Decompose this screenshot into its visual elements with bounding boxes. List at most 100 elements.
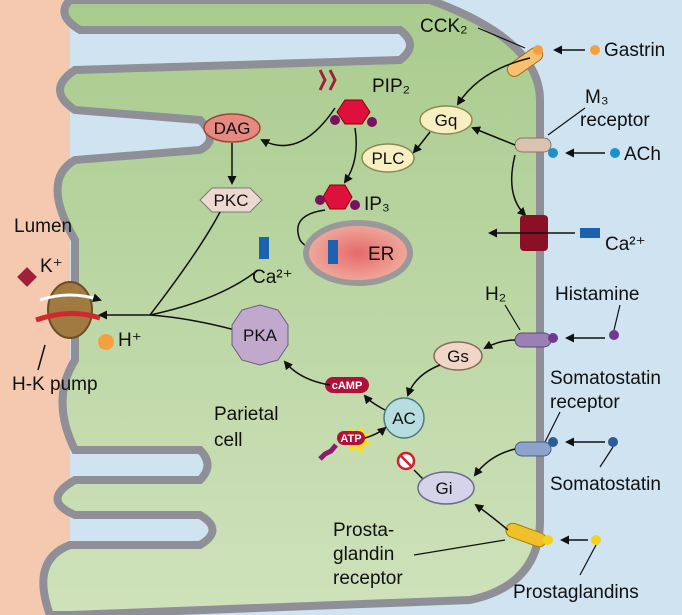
m3-receptor-label: receptor: [580, 110, 650, 131]
m3-leader: [547, 107, 586, 136]
h2-receptor: [514, 332, 552, 348]
camp-to-pka-arrow: [283, 360, 331, 386]
histamine-label: Histamine: [555, 284, 639, 305]
ip3-phosphate-2: [350, 200, 360, 210]
pka-label: PKA: [243, 326, 278, 345]
pip2-molecule: [318, 69, 377, 127]
h-flow-arrow: [35, 310, 101, 323]
somato-receptor-leader: [544, 411, 561, 443]
m3-label: M₃: [585, 87, 609, 108]
k-plus-label: K⁺: [40, 256, 63, 277]
somato-to-gi-arrow: [473, 448, 516, 477]
somato-receptor-label-1: Somatostatin: [550, 368, 661, 389]
pip2-phosphate-1: [330, 115, 340, 125]
hk-leader-line: [37, 344, 46, 371]
gastrin-ligand: [590, 45, 600, 55]
cytosol-calcium-icon: [259, 237, 269, 259]
pip2-head: [336, 99, 371, 125]
parietal-label-1: Parietal: [214, 404, 278, 425]
lumen-label: Lumen: [14, 216, 72, 237]
k-ion-icon: [17, 267, 37, 287]
gi-node: [417, 471, 475, 505]
prostaglandins-label: Prostaglandins: [513, 582, 639, 603]
hk-pump: K⁺ H⁺ H-K pump: [12, 256, 142, 395]
prosta-label-3: receptor: [333, 568, 403, 589]
plc-label: PLC: [371, 149, 404, 168]
ac-label: AC: [392, 409, 416, 428]
ach-label: ACh: [624, 144, 661, 165]
ip3-label: IP₃: [364, 194, 390, 215]
m3-to-ca-channel-arrow: [510, 154, 527, 217]
gi-label: Gi: [436, 479, 453, 498]
prostaglandin-bound-ligand: [543, 535, 553, 545]
cck2-label: CCK₂: [420, 16, 468, 37]
cck2-leader: [477, 27, 526, 49]
somatostatin-leader: [599, 446, 614, 468]
cck2-to-gq-arrow: [456, 57, 531, 106]
pkc-node: [199, 187, 263, 213]
pka-node: [231, 304, 289, 366]
parietal-label-2: cell: [214, 430, 243, 451]
gq-to-plc-arrow: [412, 131, 431, 154]
er-label: ER: [368, 244, 394, 265]
histamine-ligand: [609, 330, 619, 340]
pip2-phosphate-2: [367, 117, 377, 127]
ach-bound-ligand: [548, 148, 558, 158]
m3-to-gq-arrow: [471, 126, 516, 146]
ach-ligand: [610, 148, 620, 158]
k-flow-arrow: [39, 293, 102, 303]
prosta-receptor-leader: [413, 539, 506, 556]
gi-to-ac-line: [413, 469, 425, 481]
h-plus-label: H⁺: [118, 330, 142, 351]
ca-ext-icon: [580, 228, 600, 238]
pump-protein: [47, 281, 93, 339]
h2-label: H₂: [485, 284, 506, 305]
ca-ext-label: Ca²⁺: [605, 234, 646, 255]
hk-pump-label: H-K pump: [12, 374, 98, 395]
histamine-leader: [613, 304, 621, 331]
camp-label: cAMP: [332, 380, 363, 392]
pip2-to-dag-arrow: [260, 107, 336, 148]
camp-node: [325, 377, 369, 393]
atp-tail: [318, 443, 338, 461]
prostaglandin-ligand: [591, 535, 601, 545]
gs-label: Gs: [447, 347, 469, 366]
parietal-cell-membrane: [39, 0, 544, 615]
atp-label: ATP: [340, 433, 361, 445]
pip2-to-ip3-arrow: [343, 127, 357, 184]
ac-node: [383, 397, 425, 439]
gastrin-bound-ligand: [533, 45, 543, 55]
er-organelle: [303, 220, 413, 286]
gastrin-label: Gastrin: [604, 40, 665, 61]
somatostatin-label: Somatostatin: [550, 474, 661, 495]
h-ion-icon: [98, 334, 114, 350]
prosta-to-gi-arrow: [474, 503, 509, 531]
prosta-label-2: glandin: [333, 544, 394, 565]
gs-node: [433, 341, 483, 371]
somatostatin-ligand: [608, 437, 618, 447]
h2-to-gs-arrow: [483, 339, 516, 349]
histamine-bound-ligand: [548, 333, 558, 343]
dag-node: [203, 113, 261, 143]
pka-to-pump-line: [149, 314, 236, 331]
ip3-phosphate-1: [315, 195, 325, 205]
pkc-label: PKC: [214, 191, 249, 210]
gs-to-ac-arrow: [406, 364, 441, 397]
atp-to-ac-arrow: [364, 426, 387, 439]
pkc-to-pump-line: [149, 211, 221, 316]
ac-to-camp-arrow: [363, 394, 386, 411]
er-calcium-icon: [328, 240, 338, 264]
gq-label: Gq: [435, 111, 458, 130]
atp-node: [337, 431, 365, 445]
ip3-molecule: [322, 184, 353, 210]
h2-leader: [504, 304, 521, 331]
inhibition-slash: [399, 454, 413, 468]
pip2-tails: [318, 69, 337, 91]
somatostatin-receptor: [514, 441, 552, 457]
prosta-label-1: Prosta-: [333, 520, 394, 541]
dag-label: DAG: [214, 119, 251, 138]
m3-receptor: [514, 137, 552, 153]
gq-node: [419, 105, 473, 135]
somato-receptor-label-2: receptor: [550, 392, 620, 413]
